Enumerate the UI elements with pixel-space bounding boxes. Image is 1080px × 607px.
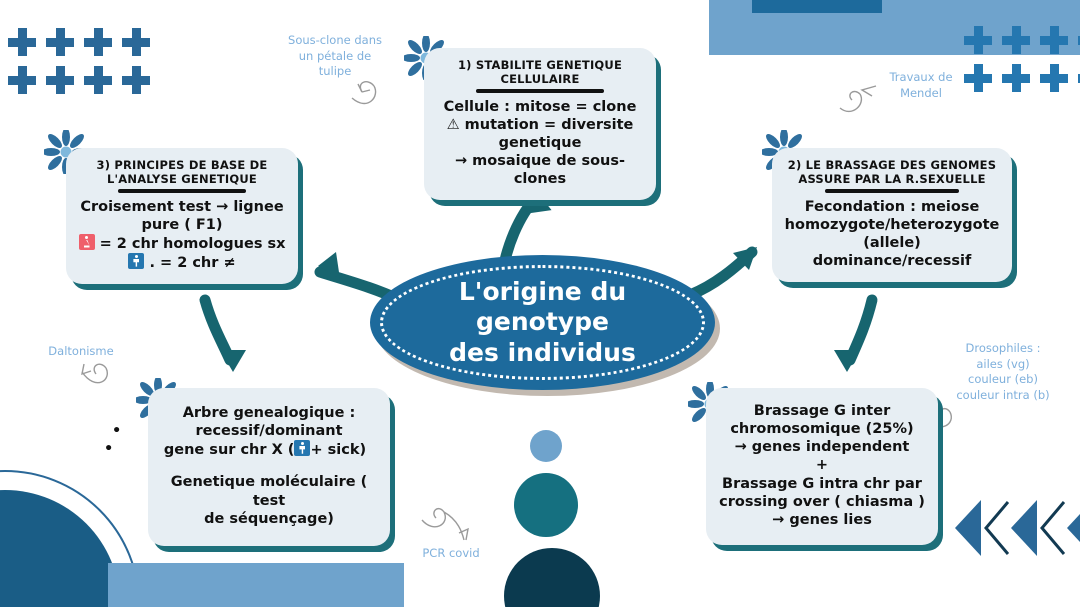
node-line-text: gene sur chr X ( — [163, 442, 295, 459]
node-stabilite-genetique[interactable]: 1) STABILITE GENETIQUE CELLULAIRE Cellul… — [424, 48, 656, 201]
male-symbol-icon — [294, 440, 311, 457]
node-body: Arbre genealogique : recessif/dominant g… — [104, 404, 378, 528]
list-item: recessif/dominant — [112, 422, 378, 440]
annotation-sous-clone: Sous-clone dans un pétale de tulipe — [288, 33, 382, 79]
central-line-2: genotype — [476, 307, 609, 337]
central-line-3: des individus — [449, 337, 636, 367]
annotation-mendel: Travaux de Mendel — [889, 70, 953, 100]
node-line: de séquençage) — [204, 510, 334, 527]
central-topic-text: L'origine du genotype des individus — [449, 277, 636, 369]
annotation-daltonisme: Daltonisme — [48, 344, 114, 358]
node-line: Genetique moléculaire ( test — [170, 474, 368, 509]
node-line: homozygote/heterozygote — [784, 216, 1000, 233]
node-line-male: . = 2 chr ≠ — [78, 253, 286, 272]
node-line: Fecondation : meiose — [804, 198, 980, 215]
central-topic-ellipse[interactable]: L'origine du genotype des individus — [370, 255, 715, 390]
node-brassage-g[interactable]: Brassage G inter chromosomique (25%) → g… — [706, 388, 938, 545]
node-line: → genes independent — [734, 439, 910, 456]
central-line-1: L'origine du — [458, 276, 627, 306]
node-line-text: + sick) — [310, 442, 367, 459]
node-line: chromosomique (25%) — [730, 421, 914, 438]
node-line: Brassage G intra chr par — [722, 475, 922, 492]
node-body: Fecondation : meiose homozygote/heterozy… — [784, 198, 1000, 271]
annotation-drosophiles: Drosophiles : ailes (vg) couleur (eb) co… — [956, 341, 1050, 402]
title-underline — [825, 188, 959, 193]
node-bullet-list: recessif/dominant gene sur chr X ( + sick… — [104, 422, 378, 459]
node-body: Brassage G inter chromosomique (25%) → g… — [718, 402, 926, 529]
annotation-pcr-covid: PCR covid — [422, 546, 480, 560]
node-line-text: . = 2 chr ≠ — [149, 255, 236, 272]
node-line-text: recessif/dominant — [195, 423, 343, 440]
node-arbre-genealogique[interactable]: Arbre genealogique : recessif/dominant g… — [104, 388, 390, 546]
female-symbol-icon — [78, 234, 95, 250]
node-line: crossing over ( chiasma ) — [719, 493, 925, 510]
node-line: Croisement test → lignee — [80, 198, 284, 215]
node-line: genetique — [498, 135, 582, 151]
node-line: (allele) — [863, 235, 921, 251]
node-line: pure ( F1) — [141, 216, 223, 233]
node-line: Brassage G inter — [753, 403, 891, 419]
title-underline — [117, 188, 247, 193]
node-title: 1) STABILITE GENETIQUE CELLULAIRE — [457, 58, 623, 87]
node-line: Cellule : mitose = clone — [443, 98, 637, 115]
node-line: → mosaique de sous-clones — [454, 153, 626, 188]
node-body: Cellule : mitose = clone ⚠ mutation = di… — [436, 98, 644, 189]
node-body: Croisement test → lignee pure ( F1) = 2 … — [78, 198, 286, 273]
node-line: ⚠ mutation = diversite — [446, 116, 634, 133]
node-principes-analyse[interactable]: 3) PRINCIPES DE BASE DE L'ANALYSE GENETI… — [66, 148, 298, 285]
node-line: dominance/recessif — [812, 253, 972, 270]
male-symbol-icon — [128, 253, 145, 270]
node-title: 2) LE BRASSAGE DES GENOMES ASSURE PAR LA… — [787, 158, 997, 187]
node-line-female: = 2 chr homologues sx — [78, 234, 286, 253]
list-item: gene sur chr X ( + sick) — [104, 440, 378, 459]
node-line: → genes lies — [772, 511, 872, 528]
title-underline — [475, 88, 605, 93]
node-line: Arbre genealogique : — [182, 405, 356, 421]
node-line: + — [815, 457, 829, 474]
node-title: 3) PRINCIPES DE BASE DE L'ANALYSE GENETI… — [96, 158, 268, 187]
node-line-text: = 2 chr homologues sx — [99, 236, 286, 252]
spacer — [160, 459, 378, 473]
node-brassage-genomes[interactable]: 2) LE BRASSAGE DES GENOMES ASSURE PAR LA… — [772, 148, 1012, 283]
